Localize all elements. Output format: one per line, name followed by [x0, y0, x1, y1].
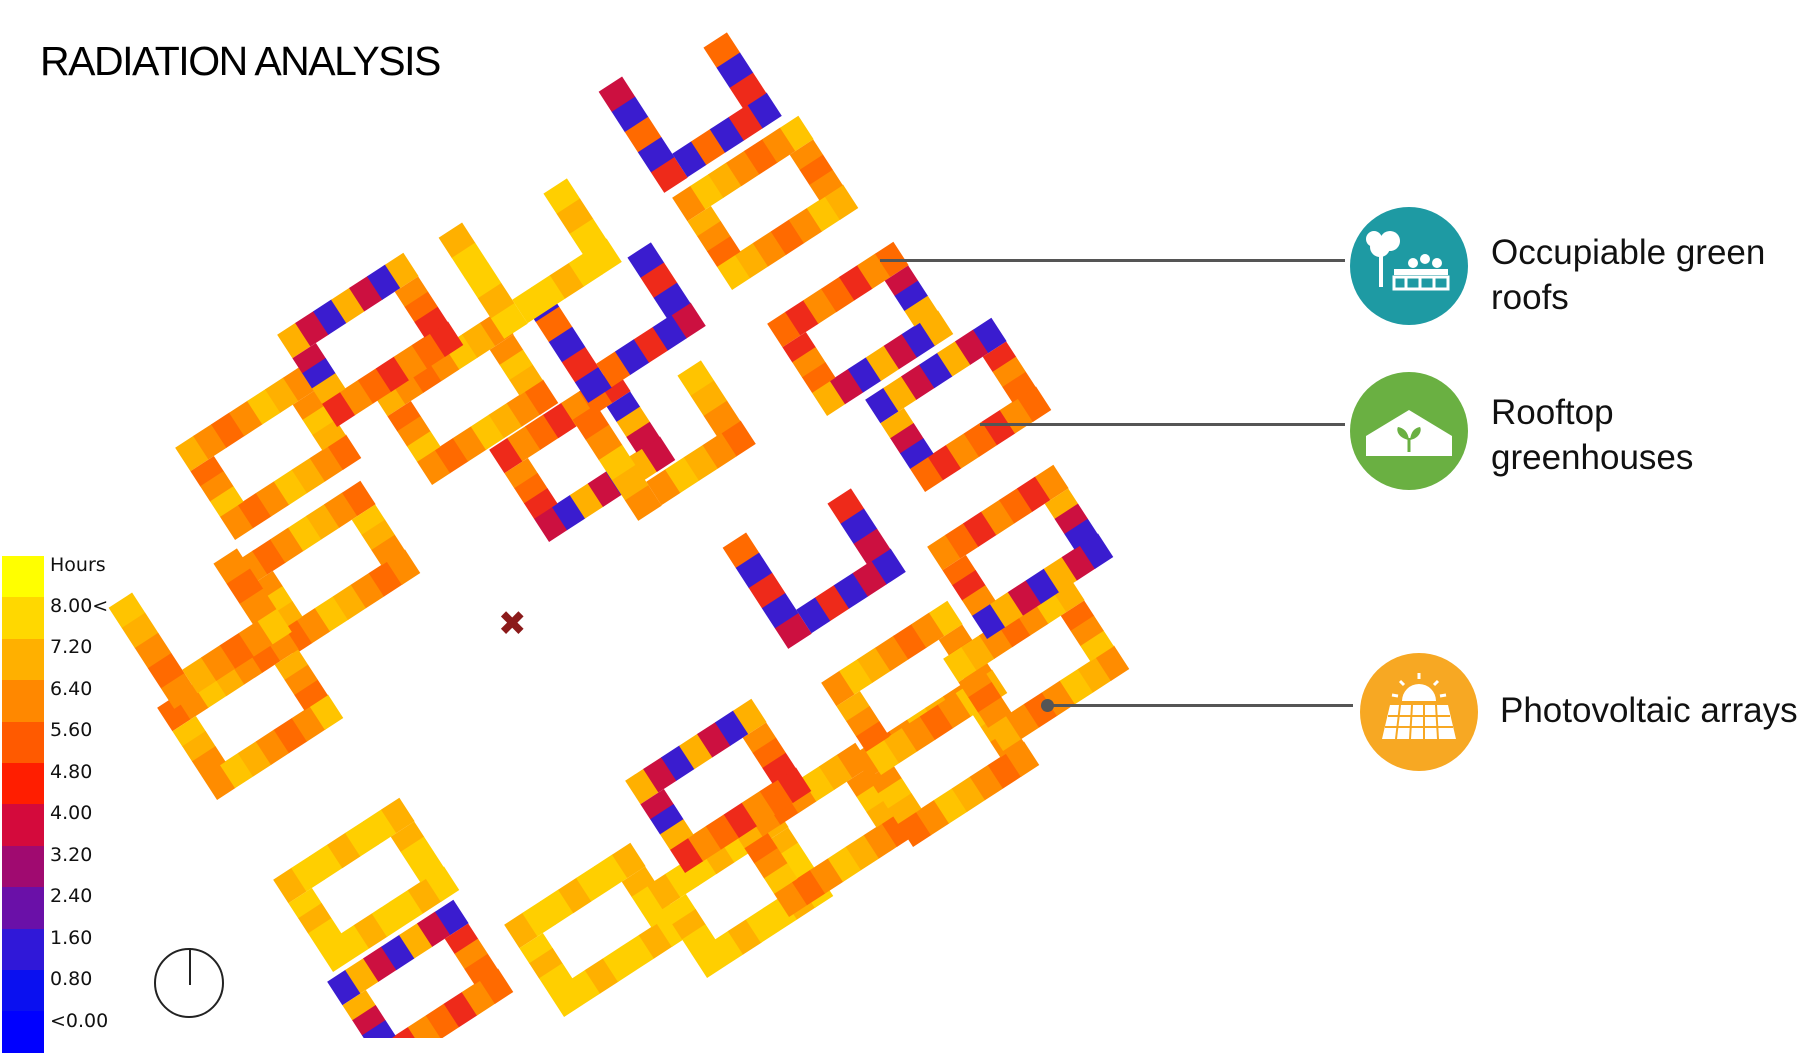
building-roof — [372, 311, 558, 485]
legend-label: 0.80 — [50, 968, 92, 990]
callout-line — [980, 423, 1345, 426]
callout-label-greenhouses: Rooftop greenhouses — [1491, 390, 1693, 480]
north-arrow-icon — [154, 948, 224, 1018]
legend-swatch — [2, 887, 44, 928]
building-roof — [504, 843, 690, 1017]
legend-label: 3.20 — [50, 844, 92, 866]
legend-label: 7.20 — [50, 636, 92, 658]
legend-label: 2.40 — [50, 885, 92, 907]
legend-label: 1.60 — [50, 927, 92, 949]
legend-swatch — [2, 970, 44, 1011]
legend-label: 5.60 — [50, 719, 92, 741]
solar-panel-icon — [1360, 653, 1478, 771]
legend-label: 4.80 — [50, 761, 92, 783]
legend-swatch — [2, 639, 44, 680]
callout-label-photovoltaic: Photovoltaic arrays — [1500, 688, 1798, 733]
legend-swatch — [2, 597, 44, 638]
legend-swatch — [2, 804, 44, 845]
greenhouse-icon — [1350, 372, 1468, 490]
legend-swatch — [2, 846, 44, 887]
legend-swatch — [2, 722, 44, 763]
callout-line — [880, 259, 1345, 262]
legend-swatch — [2, 929, 44, 970]
legend-label: <0.00 — [50, 1010, 108, 1032]
legend-label: 8.00< — [50, 595, 108, 617]
legend-swatch — [2, 680, 44, 721]
legend-header: Hours — [50, 554, 106, 576]
building-roof — [723, 471, 906, 649]
legend-label: 6.40 — [50, 678, 92, 700]
building-roof — [439, 161, 622, 339]
legend-swatch — [2, 1011, 44, 1052]
legend-swatch — [2, 556, 44, 597]
legend-color-scale — [2, 556, 44, 1053]
site-marker: ✖ — [498, 604, 527, 644]
building-roof — [327, 900, 513, 1038]
legend-swatch — [2, 763, 44, 804]
legend-label: 4.00 — [50, 802, 92, 824]
tree-people-icon — [1350, 207, 1468, 325]
callout-label-green-roofs: Occupiable green roofs — [1491, 230, 1765, 320]
building-roof — [489, 368, 675, 542]
callout-line — [1048, 704, 1353, 707]
